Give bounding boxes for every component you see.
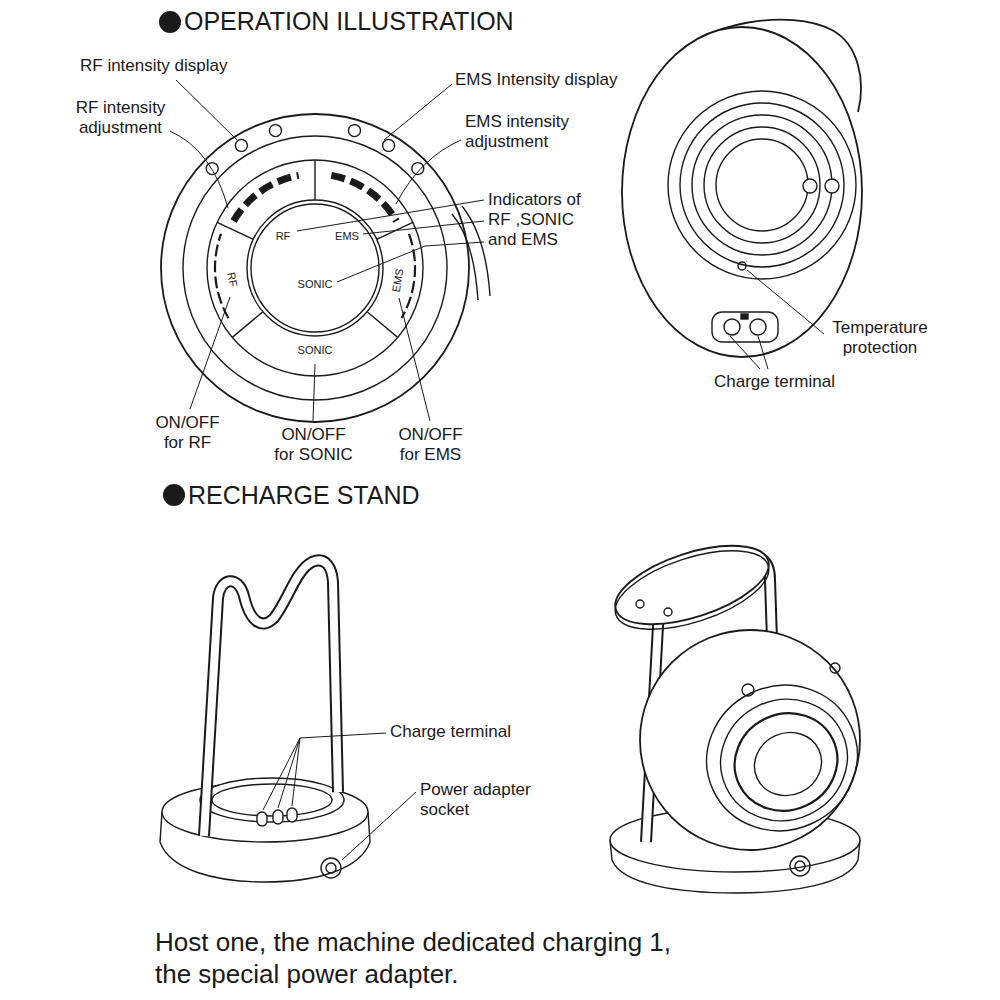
callout-label: Charge terminal bbox=[714, 372, 864, 392]
leader-line bbox=[190, 297, 230, 409]
stand-with-device bbox=[701, 679, 868, 842]
indicator-label: SONIC bbox=[293, 278, 337, 291]
stand-with-device bbox=[606, 530, 881, 893]
leader-line bbox=[170, 131, 228, 208]
control-panel bbox=[367, 312, 398, 338]
charging-stand bbox=[200, 778, 344, 822]
leader-line bbox=[399, 298, 430, 421]
control-panel bbox=[412, 163, 424, 175]
back-view bbox=[680, 103, 844, 267]
indicator-label: RF bbox=[268, 230, 298, 243]
back-view bbox=[750, 319, 766, 335]
callout-label: Temperature protection bbox=[815, 318, 945, 358]
back-view bbox=[622, 20, 862, 357]
stand-with-device bbox=[683, 661, 882, 856]
stand-with-device bbox=[795, 861, 805, 871]
control-panel bbox=[161, 114, 469, 422]
section-bullet bbox=[163, 484, 185, 506]
callout-label: ON/OFF for RF bbox=[150, 413, 225, 453]
control-panel bbox=[206, 163, 218, 175]
leader-line bbox=[297, 200, 484, 231]
charging-stand bbox=[204, 560, 338, 836]
leader-line bbox=[292, 738, 300, 806]
leader-line bbox=[278, 738, 300, 808]
control-panel bbox=[383, 139, 395, 151]
control-panel bbox=[161, 114, 490, 422]
control-panel bbox=[217, 222, 253, 239]
leader-line bbox=[396, 140, 461, 204]
control-panel bbox=[462, 206, 490, 296]
callout-label: ON/OFF for EMS bbox=[393, 425, 468, 465]
callout-label: EMS Intensity display bbox=[455, 70, 655, 90]
charging-stand bbox=[160, 560, 370, 882]
button-label: EMS bbox=[389, 262, 408, 298]
charging-stand bbox=[326, 863, 336, 873]
stand-with-device bbox=[636, 600, 644, 608]
callout-label: Charge terminal bbox=[390, 722, 540, 742]
leader-line bbox=[337, 242, 484, 282]
back-view bbox=[825, 179, 839, 193]
callout-label: ON/OFF for SONIC bbox=[271, 425, 356, 465]
back-view bbox=[622, 27, 862, 357]
charging-stand bbox=[212, 784, 332, 816]
charging-stand bbox=[257, 812, 267, 826]
stand-with-device bbox=[790, 856, 810, 876]
section-heading: RECHARGE STAND bbox=[188, 480, 488, 510]
back-view bbox=[712, 312, 778, 342]
callout-label: Indicators of RF ,SONIC and EMS bbox=[488, 190, 598, 250]
charging-stand bbox=[273, 810, 283, 824]
button-label: RF bbox=[223, 264, 241, 296]
leader-line bbox=[384, 84, 452, 140]
charging-stand bbox=[321, 858, 341, 878]
stand-with-device bbox=[719, 697, 854, 828]
stand-with-device bbox=[664, 608, 672, 616]
callout-label: RF intensity display bbox=[80, 56, 270, 76]
charging-stand bbox=[287, 808, 297, 822]
button-label: SONIC bbox=[292, 344, 338, 357]
control-panel bbox=[349, 125, 361, 137]
back-view bbox=[724, 319, 740, 335]
leader-line bbox=[300, 733, 386, 738]
control-panel bbox=[207, 160, 423, 376]
callout-label: RF intensity adjustment bbox=[58, 98, 183, 138]
callout-label: EMS intensity adjustment bbox=[465, 112, 595, 152]
control-panel bbox=[235, 139, 247, 151]
control-panel bbox=[232, 312, 263, 338]
charging-stand bbox=[204, 560, 338, 836]
leader-line bbox=[342, 792, 416, 860]
back-view bbox=[668, 91, 856, 279]
caption: Host one, the machine dedicated charging… bbox=[155, 926, 695, 990]
leader-line bbox=[363, 221, 484, 234]
leader-line bbox=[758, 336, 768, 369]
stand-with-device bbox=[742, 684, 754, 696]
leader-line bbox=[176, 80, 237, 140]
back-view bbox=[692, 115, 832, 255]
leader-line bbox=[730, 336, 760, 369]
control-panel bbox=[183, 136, 447, 400]
back-view bbox=[738, 262, 746, 270]
control-panel bbox=[251, 204, 379, 332]
control-panel bbox=[234, 175, 299, 221]
stand-with-device bbox=[640, 630, 860, 850]
control-panel bbox=[314, 160, 315, 200]
leader-line bbox=[313, 364, 315, 421]
callout-label: Power adapter socket bbox=[420, 780, 550, 820]
stand-with-device bbox=[830, 663, 840, 673]
back-view bbox=[803, 179, 817, 193]
control-panel bbox=[270, 125, 282, 137]
section-bullet bbox=[159, 11, 181, 33]
stand-with-device bbox=[744, 722, 832, 807]
back-view bbox=[704, 127, 820, 243]
section-heading: OPERATION ILLUSTRATION bbox=[184, 6, 544, 36]
back-view bbox=[741, 314, 748, 319]
indicator-label: EMS bbox=[330, 230, 364, 243]
leader-line bbox=[747, 270, 824, 334]
leader-line bbox=[263, 738, 300, 810]
control-panel bbox=[331, 175, 396, 221]
leader-line bbox=[170, 80, 824, 860]
back-view bbox=[716, 139, 808, 231]
stand-with-device bbox=[606, 535, 778, 645]
